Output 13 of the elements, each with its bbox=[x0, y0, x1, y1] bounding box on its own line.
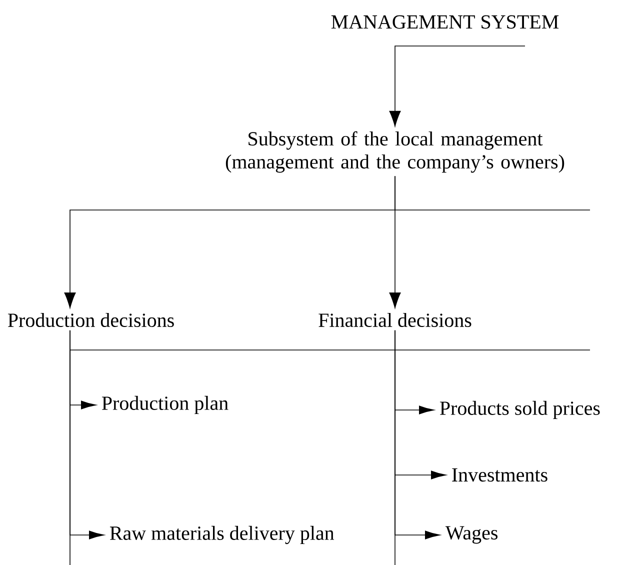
decision-item: Raw materials delivery plan bbox=[110, 526, 334, 544]
category-label: Production decisions bbox=[8, 312, 174, 328]
arrow bbox=[394, 330, 440, 540]
category-label: Financial decisions bbox=[318, 312, 472, 328]
arrow bbox=[70, 330, 104, 540]
decision-item: Wages bbox=[445, 526, 498, 544]
decision-item: Products sold prices bbox=[440, 400, 600, 420]
title-text: MANAGEMENT SYSTEM bbox=[331, 15, 559, 29]
decision-item: Production plan bbox=[102, 396, 228, 414]
subsystem-label: Subsystem of the local management (management and the company’s owners) bbox=[226, 131, 564, 173]
arrow bbox=[389, 176, 401, 308]
decision-item: Investments bbox=[452, 468, 548, 482]
arrow bbox=[389, 46, 526, 127]
